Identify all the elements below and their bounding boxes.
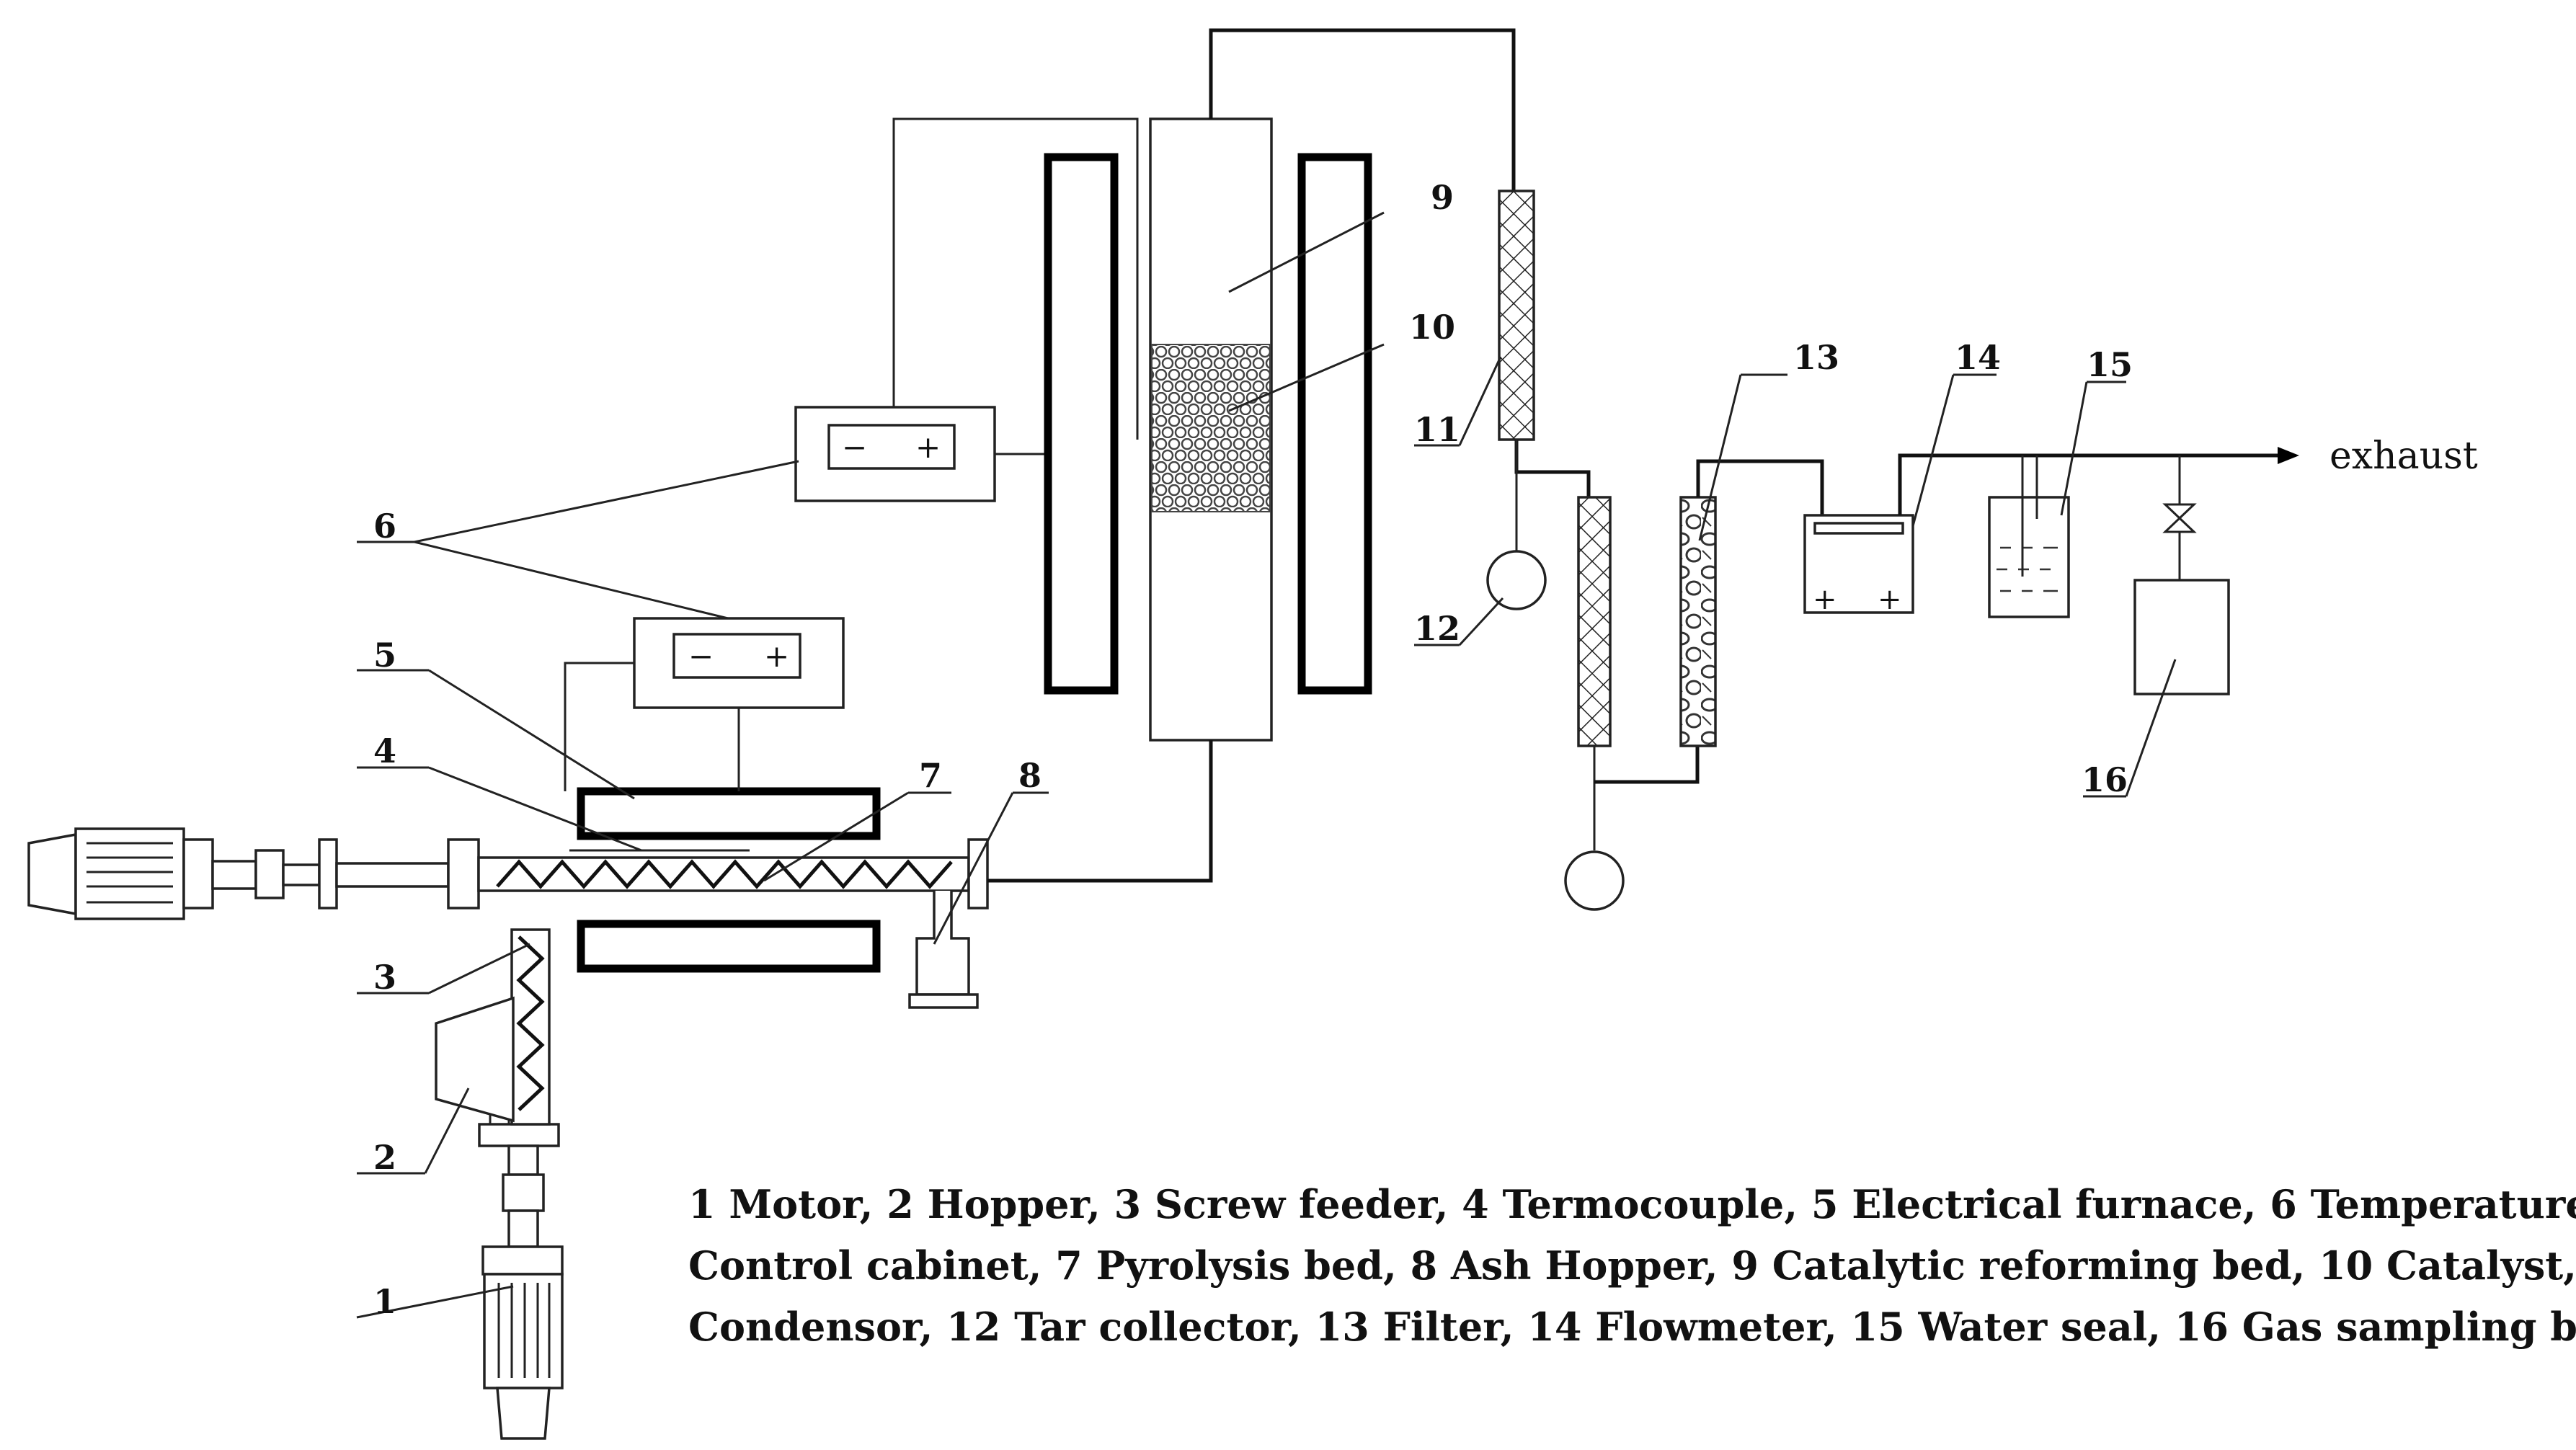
label-gas-sampling-bag: 16 [2082,760,2128,799]
valve-icon [2162,503,2197,533]
tar-collector-upper [1486,550,1547,610]
label-electrical-furnace: 5 [373,636,396,675]
gas-sampling-bag [2133,579,2230,695]
label-reforming-bed: 9 [1431,178,1454,217]
label-screw-feeder: 3 [373,958,396,997]
condenser [1486,190,1591,610]
caption-line-2: Control cabinet, 7 Pyrolysis bed, 8 Ash … [688,1242,2576,1289]
catalyst-layer [1151,344,1271,512]
label-filter: 13 [1793,338,1839,377]
water-seal [1988,455,2070,618]
feed-hopper [435,996,515,1123]
label-ash-hopper: 8 [1018,756,1041,795]
label-exhaust: exhaust [2329,435,2478,478]
label-hopper: 2 [373,1138,396,1177]
electrical-furnace-lower [577,920,881,973]
label-pyrolysis-bed: 7 [919,756,942,795]
reforming-furnace-left [1044,153,1119,695]
caption-line-3: Condensor, 12 Tar collector, 13 Filter, … [688,1304,2576,1350]
label-temperature-control: 6 [373,507,396,546]
temperature-controller-lower: − + [564,617,845,791]
catalytic-reforming-bed [987,28,1516,883]
plus-sign: + [764,639,789,674]
tar-collector-lower [1564,850,1625,911]
flowmeter: + + [1803,453,2278,616]
leader-lines [356,211,2177,1319]
ash-hopper [908,891,979,1009]
minus-sign: − [688,639,714,674]
horizontal-motor [27,827,450,920]
label-motor: 1 [373,1282,396,1321]
flowmeter-plus-left: + [1813,583,1837,616]
condenser-column [1564,496,1700,911]
label-thermocouple: 4 [373,731,396,770]
temperature-controller-upper: − + [794,117,1139,502]
pyrolysis-bed [447,838,989,909]
filter [1679,459,1824,747]
reforming-furnace-right [1297,153,1372,695]
label-flowmeter: 14 [1955,338,2001,377]
electrical-furnace-upper [577,787,881,840]
minus-sign: − [842,430,867,465]
flowmeter-plus-right: + [1878,583,1902,616]
label-catalyst: 10 [1409,308,1455,347]
label-condenser: 11 [1414,410,1460,449]
plus-sign: + [915,430,941,465]
exhaust-line [2133,447,2299,695]
vertical-motor [478,1080,564,1440]
screw-feeder [510,928,551,1126]
label-water-seal: 15 [2087,345,2133,384]
label-tar-collector: 12 [1414,609,1460,648]
caption-line-1: 1 Motor, 2 Hopper, 3 Screw feeder, 4 Ter… [688,1181,2576,1227]
